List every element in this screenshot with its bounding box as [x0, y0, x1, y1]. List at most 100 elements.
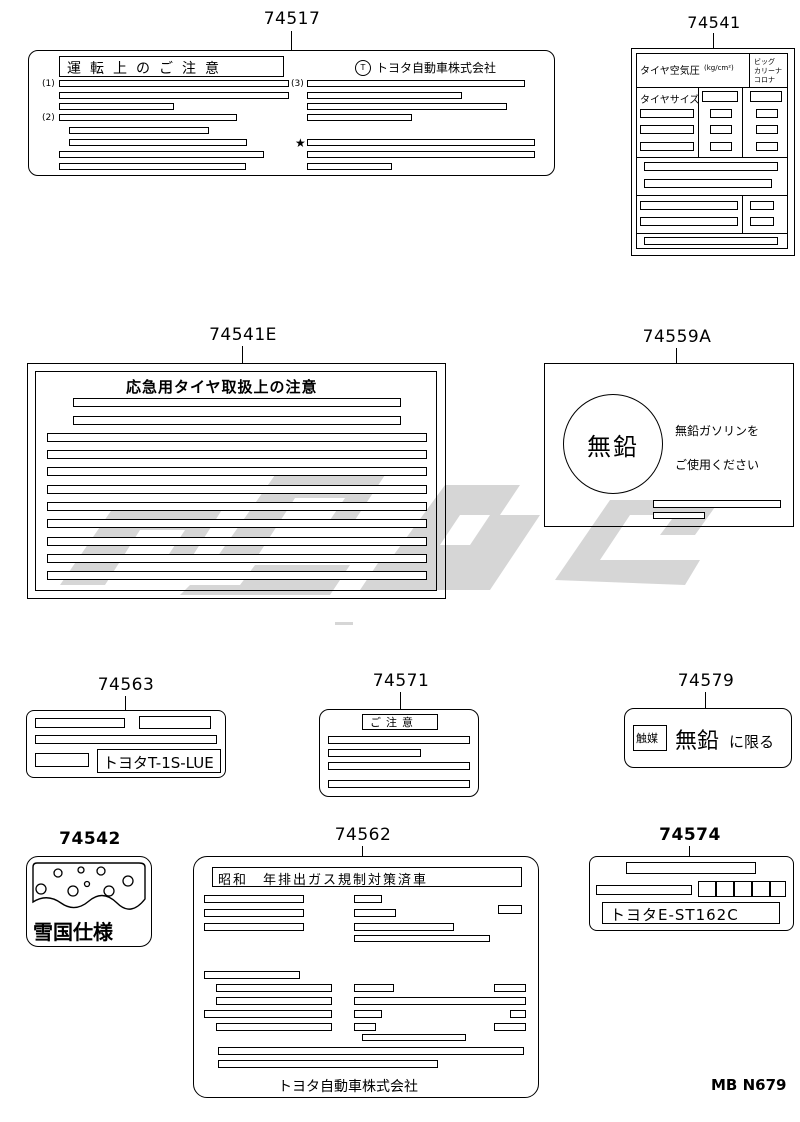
- text-bar: [307, 151, 535, 158]
- text-bar: [59, 151, 264, 158]
- text-bar: [47, 433, 427, 442]
- text-bar: [218, 1060, 438, 1068]
- text-bar: [640, 125, 694, 134]
- part-number-74542: 74542: [59, 829, 121, 849]
- text-bar: [216, 1023, 332, 1031]
- label-74542: 雪国仕様: [26, 856, 152, 947]
- brand-text: トヨタ自動車株式会社: [376, 61, 497, 75]
- text-bar: [596, 885, 692, 895]
- text-bar: [354, 997, 526, 1005]
- label-74571: ご注意: [319, 709, 479, 797]
- leader-line: [291, 31, 292, 50]
- text-bar: [653, 512, 705, 519]
- leader-line: [713, 33, 714, 48]
- part-number-74559A: 74559A: [642, 327, 712, 347]
- text-bar: [59, 92, 289, 99]
- text-bar: [59, 80, 289, 87]
- divider: [698, 87, 699, 157]
- only-text: に限る: [729, 733, 775, 751]
- text-bar: [204, 1010, 332, 1018]
- text-bar: [644, 162, 778, 171]
- divider: [749, 53, 750, 87]
- unleaded-text: 無鉛: [675, 729, 720, 754]
- model-code: トヨタT-1S-LUE: [103, 754, 214, 772]
- leader-line: [689, 846, 690, 856]
- label-74541E: 応急用タイヤ取扱上の注意: [27, 363, 446, 599]
- item-mark-3: (3): [291, 79, 304, 89]
- value-box: [750, 201, 774, 210]
- value-box: [354, 1010, 382, 1018]
- value-box: [710, 142, 732, 151]
- text-bar: [204, 895, 304, 903]
- value-box: [750, 91, 782, 102]
- divider: [742, 87, 743, 157]
- label-74541: タイヤ空気圧 (kg/cm²) ビッグ カリーナ コロナ タイヤサイズ: [631, 48, 795, 256]
- leader-line: [705, 692, 706, 708]
- digit-cell: [770, 881, 786, 897]
- title-frame: [59, 56, 284, 77]
- title-frame: [362, 714, 438, 730]
- text-bar: [204, 923, 304, 931]
- brand-text: トヨタ自動車株式会社: [278, 1079, 418, 1095]
- text-bar: [47, 519, 427, 528]
- text-bar: [354, 935, 490, 942]
- text-bar: [216, 984, 332, 992]
- text-bar: [307, 163, 392, 170]
- text-bar: [307, 92, 462, 99]
- part-number-74517: 74517: [263, 9, 321, 29]
- label-74563: トヨタT-1S-LUE: [26, 710, 226, 778]
- unleaded-line-2: ご使用ください: [675, 458, 760, 472]
- label-title: 運転上のご注意: [67, 61, 228, 77]
- side-text-3: コロナ: [754, 76, 775, 84]
- catalyst-badge: [633, 725, 667, 751]
- part-number-74562: 74562: [334, 825, 392, 845]
- unit-text: (kg/cm²): [704, 64, 734, 72]
- text-bar: [640, 201, 738, 210]
- text-bar: [47, 450, 427, 459]
- value-box: [510, 1010, 526, 1018]
- value-box: [750, 217, 774, 226]
- side-text-1: ビッグ: [754, 58, 775, 66]
- snow-pattern-icon: [32, 862, 146, 910]
- divider: [636, 195, 788, 196]
- part-number-74563: 74563: [97, 675, 155, 695]
- row-tire-pressure: タイヤ空気圧: [640, 66, 700, 77]
- digit-cell: [734, 881, 752, 897]
- code-box: [602, 902, 780, 924]
- reference-code: MB N679: [711, 1076, 787, 1094]
- catalyst-text: 触媒: [636, 732, 658, 745]
- value-box: [494, 984, 526, 992]
- text-bar: [640, 217, 738, 226]
- value-box: [354, 984, 394, 992]
- label-74562: 昭和 年排出ガス規制対策済車 トヨタ自動車株式会社: [193, 856, 539, 1098]
- value-box: [494, 1023, 526, 1031]
- text-bar: [328, 749, 421, 757]
- label-title: 昭和 年排出ガス規制対策済車: [218, 873, 429, 888]
- value-box: [626, 862, 756, 874]
- text-bar: [35, 753, 89, 767]
- text-bar: [59, 114, 237, 121]
- text-bar: [47, 571, 427, 580]
- text-bar: [307, 114, 412, 121]
- value-box: [354, 909, 396, 917]
- text-bar: [328, 780, 470, 788]
- text-bar: [47, 485, 427, 494]
- text-bar: [644, 179, 772, 188]
- text-bar: [204, 971, 300, 979]
- item-mark-star: ★: [295, 136, 306, 150]
- text-bar: [204, 909, 304, 917]
- digit-cell: [698, 881, 716, 897]
- unleaded-circle: [563, 394, 663, 494]
- text-bar: [307, 103, 507, 110]
- text-bar: [354, 923, 454, 931]
- item-mark-1: (1): [42, 79, 55, 89]
- value-box: [756, 125, 778, 134]
- label-74579: 触媒 無鉛 に限る: [624, 708, 792, 768]
- text-bar: [640, 142, 694, 151]
- model-code: トヨタE-ST162C: [610, 906, 739, 924]
- text-bar: [307, 139, 535, 146]
- code-box: [97, 749, 221, 773]
- value-box: [756, 109, 778, 118]
- value-box: [710, 125, 732, 134]
- inner-frame: [636, 53, 788, 249]
